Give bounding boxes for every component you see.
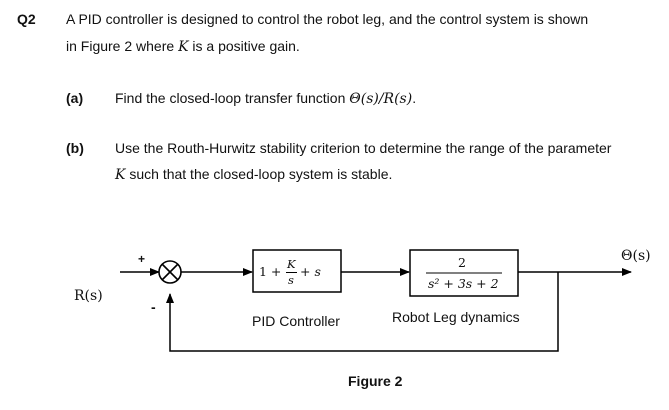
pid-block xyxy=(252,249,342,293)
part-b-line2: K such that the closed-loop system is st… xyxy=(115,166,393,183)
input-label: R(s) xyxy=(74,288,103,304)
plus-sign: + xyxy=(138,252,146,266)
pid-prefix: 1 + xyxy=(259,264,282,279)
pid-label: PID Controller xyxy=(252,313,340,329)
question-intro-line1: A PID controller is designed to control … xyxy=(66,11,589,27)
pid-numerator: K xyxy=(287,257,296,271)
question-number: Q2 xyxy=(17,11,36,27)
part-a-text: Find the closed-loop transfer function Θ… xyxy=(115,90,417,107)
figure-caption: Figure 2 xyxy=(348,373,403,389)
question-intro-line2: in Figure 2 where K is a positive gain. xyxy=(66,38,300,55)
pid-denominator: s xyxy=(288,273,294,287)
part-b-line1: Use the Routh-Hurwitz stability criterio… xyxy=(115,140,612,156)
parameter-variable: K xyxy=(115,167,126,183)
plant-label: Robot Leg dynamics xyxy=(392,309,520,325)
minus-sign: - xyxy=(151,299,156,315)
plant-denominator: s² + 3s + 2 xyxy=(428,276,499,291)
summing-junction xyxy=(158,260,182,284)
plant-numerator: 2 xyxy=(458,255,466,270)
gain-variable: K xyxy=(178,39,189,55)
pid-suffix: + s xyxy=(300,264,321,279)
part-a-label: (a) xyxy=(66,90,84,106)
pid-fraction-bar xyxy=(286,272,297,273)
transfer-function-expr: Θ(s)/R(s) xyxy=(349,91,413,107)
output-label: Θ(s) xyxy=(621,248,651,264)
feedback-path xyxy=(166,272,559,352)
part-b-label: (b) xyxy=(66,140,84,156)
